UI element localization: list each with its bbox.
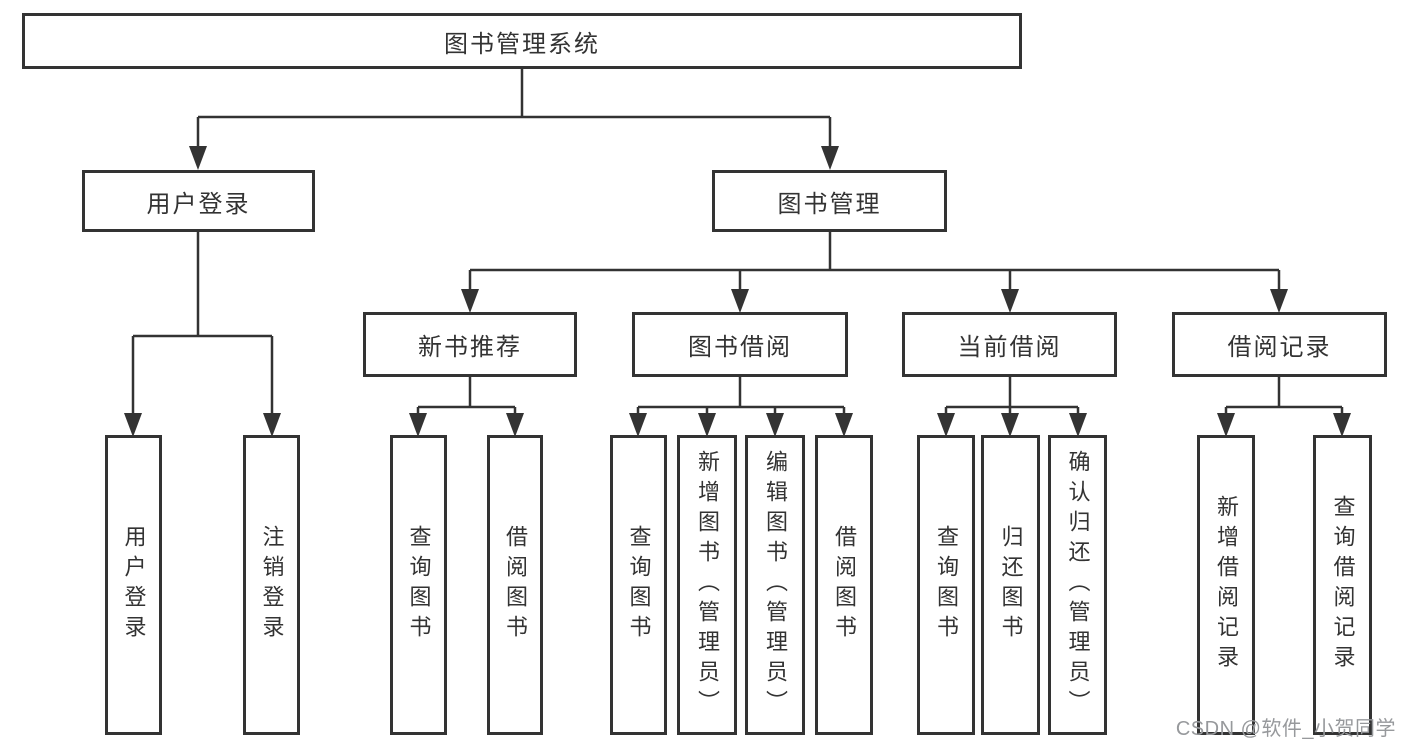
leaf-query-books-recommend: 查询图书 — [390, 435, 447, 735]
arrow-down-icon — [1069, 413, 1087, 437]
arrow-down-icon — [1001, 289, 1019, 313]
leaf-add-book-admin: 新增图书（管理员） — [677, 435, 737, 735]
leaf-borrow-books-recommend: 借阅图书 — [487, 435, 543, 735]
leaf-label: 新增图书（管理员） — [695, 450, 720, 720]
node-label: 图书管理系统 — [444, 30, 600, 58]
leaf-user-login: 用户登录 — [105, 435, 162, 735]
leaf-label: 编辑图书（管理员） — [763, 450, 788, 720]
leaf-query-borrow-record: 查询借阅记录 — [1313, 435, 1372, 735]
leaf-add-borrow-record: 新增借阅记录 — [1197, 435, 1255, 735]
arrow-down-icon — [409, 413, 427, 437]
node-label: 借阅记录 — [1227, 334, 1332, 361]
leaf-return-book: 归还图书 — [981, 435, 1040, 735]
arrow-down-icon — [1217, 413, 1235, 437]
leaf-borrow-books: 借阅图书 — [815, 435, 873, 735]
node-label: 当前借阅 — [957, 334, 1062, 361]
arrow-down-icon — [821, 146, 839, 170]
leaf-label: 借阅图书 — [832, 525, 857, 645]
leaf-label: 用户登录 — [121, 525, 147, 645]
leaf-label: 查询图书 — [626, 525, 652, 645]
leaf-query-books-current: 查询图书 — [917, 435, 975, 735]
arrow-down-icon — [835, 413, 853, 437]
node-label: 用户登录 — [146, 190, 251, 218]
leaf-query-books-borrow: 查询图书 — [610, 435, 667, 735]
arrow-down-icon — [937, 413, 955, 437]
arrow-down-icon — [731, 289, 749, 313]
leaf-label: 查询图书 — [406, 525, 432, 645]
node-current-borrowing: 当前借阅 — [902, 312, 1117, 377]
arrow-down-icon — [698, 413, 716, 437]
node-book-management: 图书管理 — [712, 170, 947, 232]
connector-path — [944, 377, 1080, 419]
connector-root-to-level2 — [189, 69, 839, 170]
node-borrowing-records: 借阅记录 — [1172, 312, 1387, 377]
arrow-down-icon — [629, 413, 647, 437]
node-new-book-recommendation: 新书推荐 — [363, 312, 577, 377]
leaf-label: 确认归还（管理员） — [1065, 450, 1091, 720]
node-label: 图书借阅 — [688, 334, 792, 361]
arrow-down-icon — [461, 289, 479, 313]
leaf-label: 新增借阅记录 — [1214, 495, 1239, 675]
arrow-down-icon — [124, 413, 142, 437]
connector-path — [636, 377, 846, 419]
leaf-label: 借阅图书 — [503, 525, 528, 645]
connector-book-borrow-children — [629, 377, 853, 437]
arrow-down-icon — [1270, 289, 1288, 313]
connector-path — [1224, 377, 1344, 419]
leaf-label: 注销登录 — [259, 525, 285, 645]
leaf-label: 归还图书 — [998, 525, 1024, 645]
connector-path — [196, 69, 832, 152]
arrow-down-icon — [263, 413, 281, 437]
connector-new-book-children — [409, 377, 524, 437]
arrow-down-icon — [1333, 413, 1351, 437]
leaf-label: 查询借阅记录 — [1330, 495, 1356, 675]
connector-current-borrow-children — [937, 377, 1087, 437]
node-library-system-root: 图书管理系统 — [22, 13, 1022, 69]
watermark: CSDN @软件_小贺同学 — [1175, 718, 1396, 740]
connector-book-management-children — [461, 232, 1288, 313]
arrow-down-icon — [766, 413, 784, 437]
node-label: 新书推荐 — [418, 334, 522, 361]
leaf-label: 查询图书 — [934, 525, 959, 645]
connector-borrow-records-children — [1217, 377, 1351, 437]
leaf-confirm-return-admin: 确认归还（管理员） — [1048, 435, 1107, 735]
arrow-down-icon — [506, 413, 524, 437]
connector-path — [131, 232, 274, 419]
node-label: 图书管理 — [777, 190, 882, 218]
arrow-down-icon — [1001, 413, 1019, 437]
node-book-borrowing: 图书借阅 — [632, 312, 848, 377]
arrow-down-icon — [189, 146, 207, 170]
node-user-login: 用户登录 — [82, 170, 315, 232]
connector-path — [416, 377, 517, 419]
connector-user-login-children — [124, 232, 281, 437]
leaf-logout: 注销登录 — [243, 435, 300, 735]
leaf-edit-book-admin: 编辑图书（管理员） — [745, 435, 805, 735]
connector-path — [468, 232, 1281, 295]
